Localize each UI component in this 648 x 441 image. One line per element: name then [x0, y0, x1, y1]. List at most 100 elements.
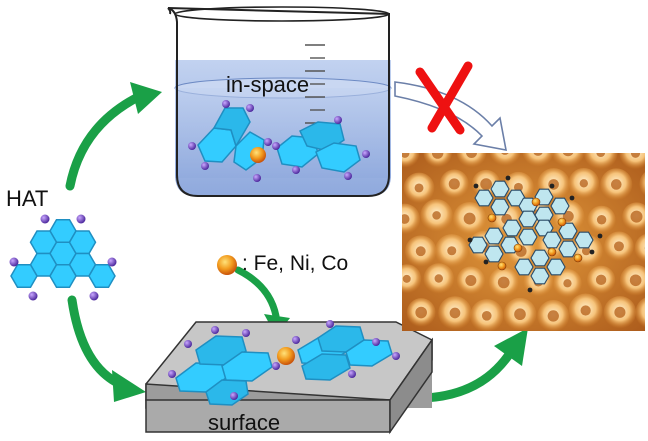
stm-blob — [522, 153, 554, 167]
stm-overlay-hexagon — [474, 189, 494, 207]
stm-blob-center — [501, 153, 509, 155]
stm-overlay-hexagon — [530, 249, 550, 267]
process-arrow-icon — [65, 81, 528, 403]
stm-overlay-metal-atom — [531, 197, 541, 207]
stm-blob — [635, 297, 645, 328]
stm-blob — [402, 203, 420, 235]
stm-overlay-hexagon — [574, 231, 594, 249]
stm-blob-center — [463, 212, 476, 225]
hat-molecule-on-surface-right — [292, 320, 400, 381]
stm-overlay-metal-atom — [547, 247, 557, 257]
stm-blob — [423, 153, 452, 168]
metal-atom-on-surface — [277, 347, 295, 365]
hat-label: HAT — [6, 186, 49, 211]
stm-blob-center — [581, 246, 591, 256]
stm-blob-center — [481, 310, 492, 321]
stm-overlay-hexagon — [484, 227, 504, 245]
stm-blob — [634, 234, 645, 263]
stm-blob-center — [402, 214, 410, 224]
stm-overlay-hexagon — [530, 267, 550, 285]
stm-blob-center — [613, 241, 624, 252]
stm-blob-center — [415, 246, 426, 257]
stm-overlay-hexagon — [490, 180, 510, 198]
stm-overlay-nitrogen-atom — [589, 249, 595, 255]
stm-blob-center — [547, 310, 559, 322]
metal-atom-in-solution — [250, 147, 266, 163]
stm-blob-center — [513, 182, 523, 192]
metal-atom-icon — [217, 255, 237, 275]
stm-blob-center — [595, 274, 607, 286]
stm-blob-center — [630, 153, 641, 158]
stm-blob-center — [563, 279, 572, 288]
stm-overlay-nitrogen-atom — [483, 259, 489, 265]
stm-blob-center — [562, 153, 574, 157]
metals-legend-label: : Fe, Ni, Co — [242, 252, 349, 275]
stm-blob — [402, 264, 422, 294]
stm-overlay-model — [467, 175, 603, 293]
stm-overlay-metal-atom — [497, 261, 507, 271]
stm-blob-center — [449, 307, 461, 319]
stm-blob-center — [644, 246, 645, 250]
stm-blob-center — [480, 178, 492, 190]
stm-blob-center — [497, 276, 510, 289]
stm-overlay-nitrogen-atom — [473, 183, 479, 189]
stm-blob — [639, 172, 645, 196]
stm-blob — [551, 153, 585, 168]
stm-blob-center — [402, 153, 410, 158]
stm-overlay-nitrogen-atom — [505, 175, 511, 181]
stm-blob-center — [610, 179, 622, 190]
stm-overlay-metal-atom — [557, 217, 567, 227]
stm-overlay-hexagon — [558, 240, 578, 258]
stm-blob-center — [629, 274, 642, 287]
stm-blob-center — [432, 211, 441, 220]
stm-blob-center — [514, 308, 526, 321]
stm-blob — [583, 153, 618, 170]
stm-overlay-hexagon — [518, 228, 538, 246]
stm-overlay-nitrogen-atom — [527, 287, 533, 293]
stm-overlay-nitrogen-atom — [467, 237, 473, 243]
hat-molecule-in-solution-right — [272, 116, 370, 180]
stm-blob-center — [596, 215, 607, 225]
stm-blob — [619, 153, 645, 170]
stm-blob-center — [414, 183, 424, 193]
stm-blob-center — [431, 153, 444, 159]
stm-overlay-metal-atom — [573, 253, 583, 263]
stm-blob — [489, 153, 521, 166]
in-space-label: in-space — [226, 72, 310, 97]
stm-overlay-hexagon — [484, 245, 504, 263]
stm-blob-center — [562, 210, 574, 222]
stm-blob-center — [596, 153, 606, 158]
stm-blob-center — [614, 306, 626, 318]
stm-overlay-nitrogen-atom — [549, 183, 555, 189]
stm-overlay-nitrogen-atom — [597, 233, 603, 239]
stm-blob-center — [579, 179, 588, 188]
stm-blob-center — [466, 153, 478, 159]
stm-blob-center — [447, 246, 457, 256]
stm-overlay-hexagon — [490, 198, 510, 216]
stm-blob-center — [402, 274, 411, 283]
stm-overlay-hexagon — [518, 210, 538, 228]
stm-overlay-nitrogen-atom — [569, 195, 575, 201]
surface-label: surface — [208, 410, 281, 435]
stm-overlay-metal-atom — [487, 213, 497, 223]
stm-overlay-hexagon — [550, 197, 570, 215]
stm-blob-center — [434, 274, 443, 283]
stm-blob-center — [415, 306, 427, 319]
red-cross-icon — [415, 61, 473, 135]
hat-molecule-icon — [9, 214, 117, 301]
stm-blob-center — [465, 274, 477, 287]
stm-overlay-hexagon — [502, 219, 522, 237]
stm-overlay-hexagon — [514, 258, 534, 276]
stm-blob — [456, 153, 487, 168]
stm-blob-center — [533, 153, 543, 156]
stm-blob-center — [580, 305, 591, 316]
stm-overlay-hexagon — [542, 231, 562, 249]
stm-blob-center — [630, 210, 643, 223]
stm-blob-center — [448, 178, 460, 190]
stm-overlay-metal-atom — [513, 243, 523, 253]
stm-image-icon — [402, 153, 645, 331]
hat-molecule-on-surface-left — [168, 326, 280, 406]
stm-overlay-hexagon — [546, 258, 566, 276]
